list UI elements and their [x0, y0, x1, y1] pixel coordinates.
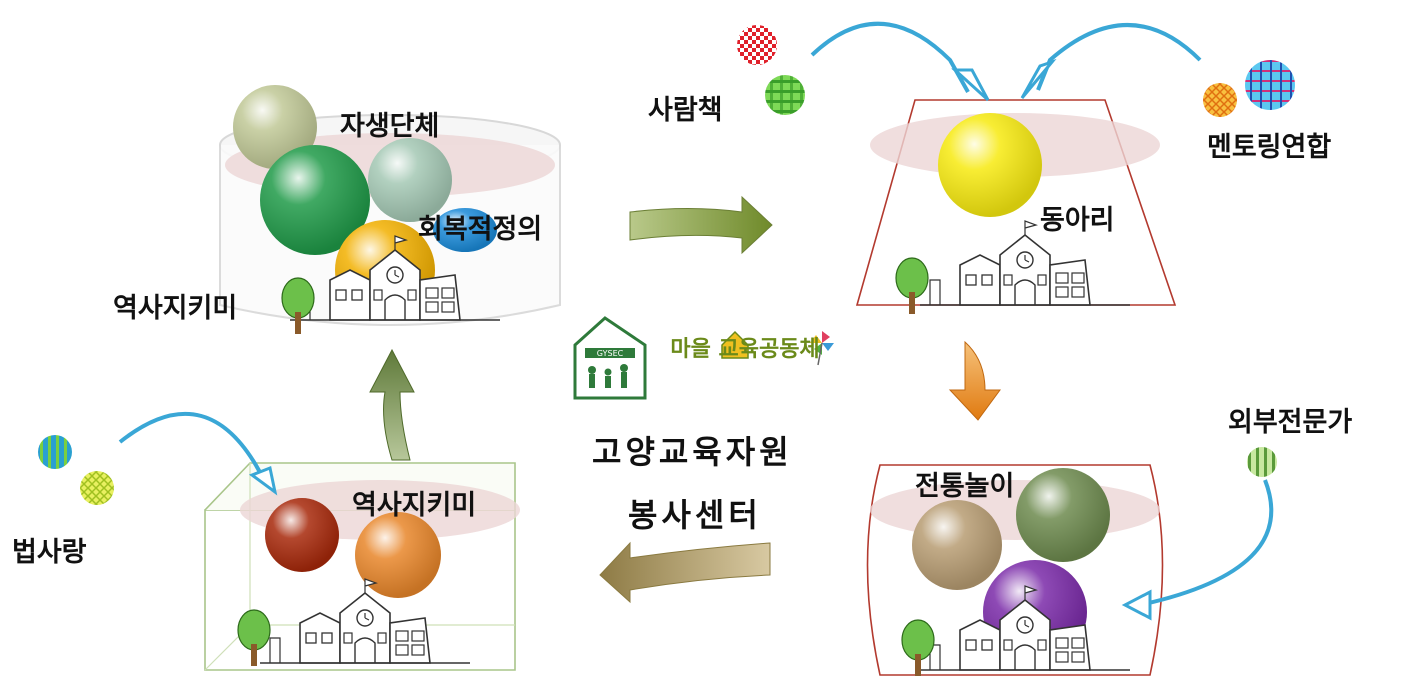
label-mentoring: 멘토링연합	[1207, 132, 1332, 163]
arrow-up-green	[369, 348, 415, 461]
curve-arrows	[118, 21, 1274, 607]
label-jeontong: 전통놀이	[915, 471, 1015, 502]
plaid-blue-ball	[1245, 60, 1295, 110]
plaid-orange-ball	[1203, 83, 1237, 117]
trapezoid-container	[855, 99, 1177, 315]
children-icon	[588, 364, 628, 388]
tree-icon	[281, 277, 315, 335]
center-title-line1: 고양교육자원	[592, 433, 793, 471]
stripe-green-ball	[1247, 447, 1277, 477]
label-yeoksa-bottom: 역사지키미	[352, 490, 477, 521]
pinwheel-icon	[810, 331, 834, 366]
center-title-line2: 봉사센터	[628, 496, 762, 534]
arrow-left-olive	[599, 541, 771, 604]
label-beopsarang: 법사랑	[12, 537, 87, 568]
label-yeoksa-top: 역사지키미	[113, 293, 238, 324]
village-logo: GYSEC	[563, 315, 846, 410]
label-jasaeng: 자생단체	[340, 111, 440, 142]
label-saramchaek: 사람책	[648, 95, 723, 126]
box-container	[204, 462, 520, 671]
plaid-green-ball	[765, 75, 805, 115]
house-icon	[721, 330, 749, 359]
stripe-teal-ball	[38, 435, 72, 469]
label-dongari: 동아리	[1040, 205, 1115, 236]
label-oebu: 외부전문가	[1228, 407, 1353, 438]
rounded-container	[866, 464, 1164, 677]
logo-text: 마을 교육공동체	[670, 337, 820, 362]
logo-badge: GYSEC	[597, 349, 624, 358]
cylinder-container	[219, 85, 561, 335]
plaid-yellow-ball	[80, 471, 114, 505]
arrow-right-green	[629, 195, 773, 255]
arrow-down-orange	[948, 340, 1001, 421]
label-hoebok: 회복적정의	[418, 214, 543, 245]
checker-red-ball	[737, 25, 777, 65]
